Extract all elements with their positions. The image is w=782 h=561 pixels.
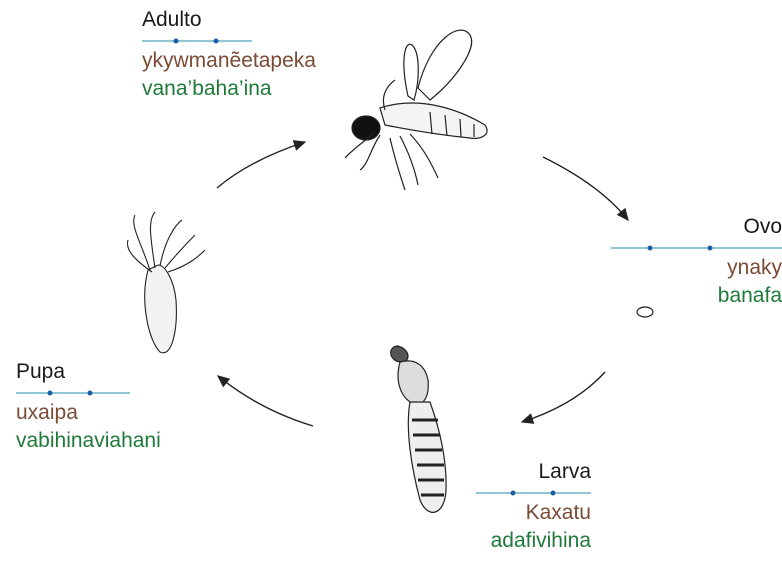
- larva-lang2: adafivihina: [441, 527, 591, 555]
- egg-label: Ovo ynaky banafa: [611, 213, 782, 310]
- pupa-label: Pupa uxaipa vabihinaviahani: [16, 358, 161, 455]
- egg-lang1: ynaky: [611, 254, 782, 282]
- pupa-name: Pupa: [16, 358, 161, 386]
- pupa-lang1: uxaipa: [16, 399, 161, 427]
- egg-lang2: banafa: [611, 282, 782, 310]
- arrow-adult-to-egg: [543, 157, 628, 220]
- pupa-lang2: vabihinaviahani: [16, 427, 161, 455]
- adult-insect-illustration: [345, 30, 487, 190]
- adult-label: Adulto ykywmanẽetapeka vana’baha’ina: [142, 6, 316, 103]
- pupa-illustration: [127, 212, 205, 353]
- egg-name: Ovo: [611, 213, 782, 241]
- adult-name: Adulto: [142, 6, 316, 34]
- larva-label: Larva Kaxatu adafivihina: [441, 458, 591, 555]
- adult-lang1: ykywmanẽetapeka: [142, 47, 316, 75]
- larva-illustration: [391, 346, 446, 512]
- arrow-larva-to-pupa: [218, 376, 313, 426]
- larva-lang1: Kaxatu: [441, 499, 591, 527]
- larva-name: Larva: [441, 458, 591, 486]
- arrow-egg-to-larva: [522, 372, 605, 422]
- adult-lang2: vana’baha’ina: [142, 75, 316, 103]
- arrow-pupa-to-adult: [217, 142, 305, 188]
